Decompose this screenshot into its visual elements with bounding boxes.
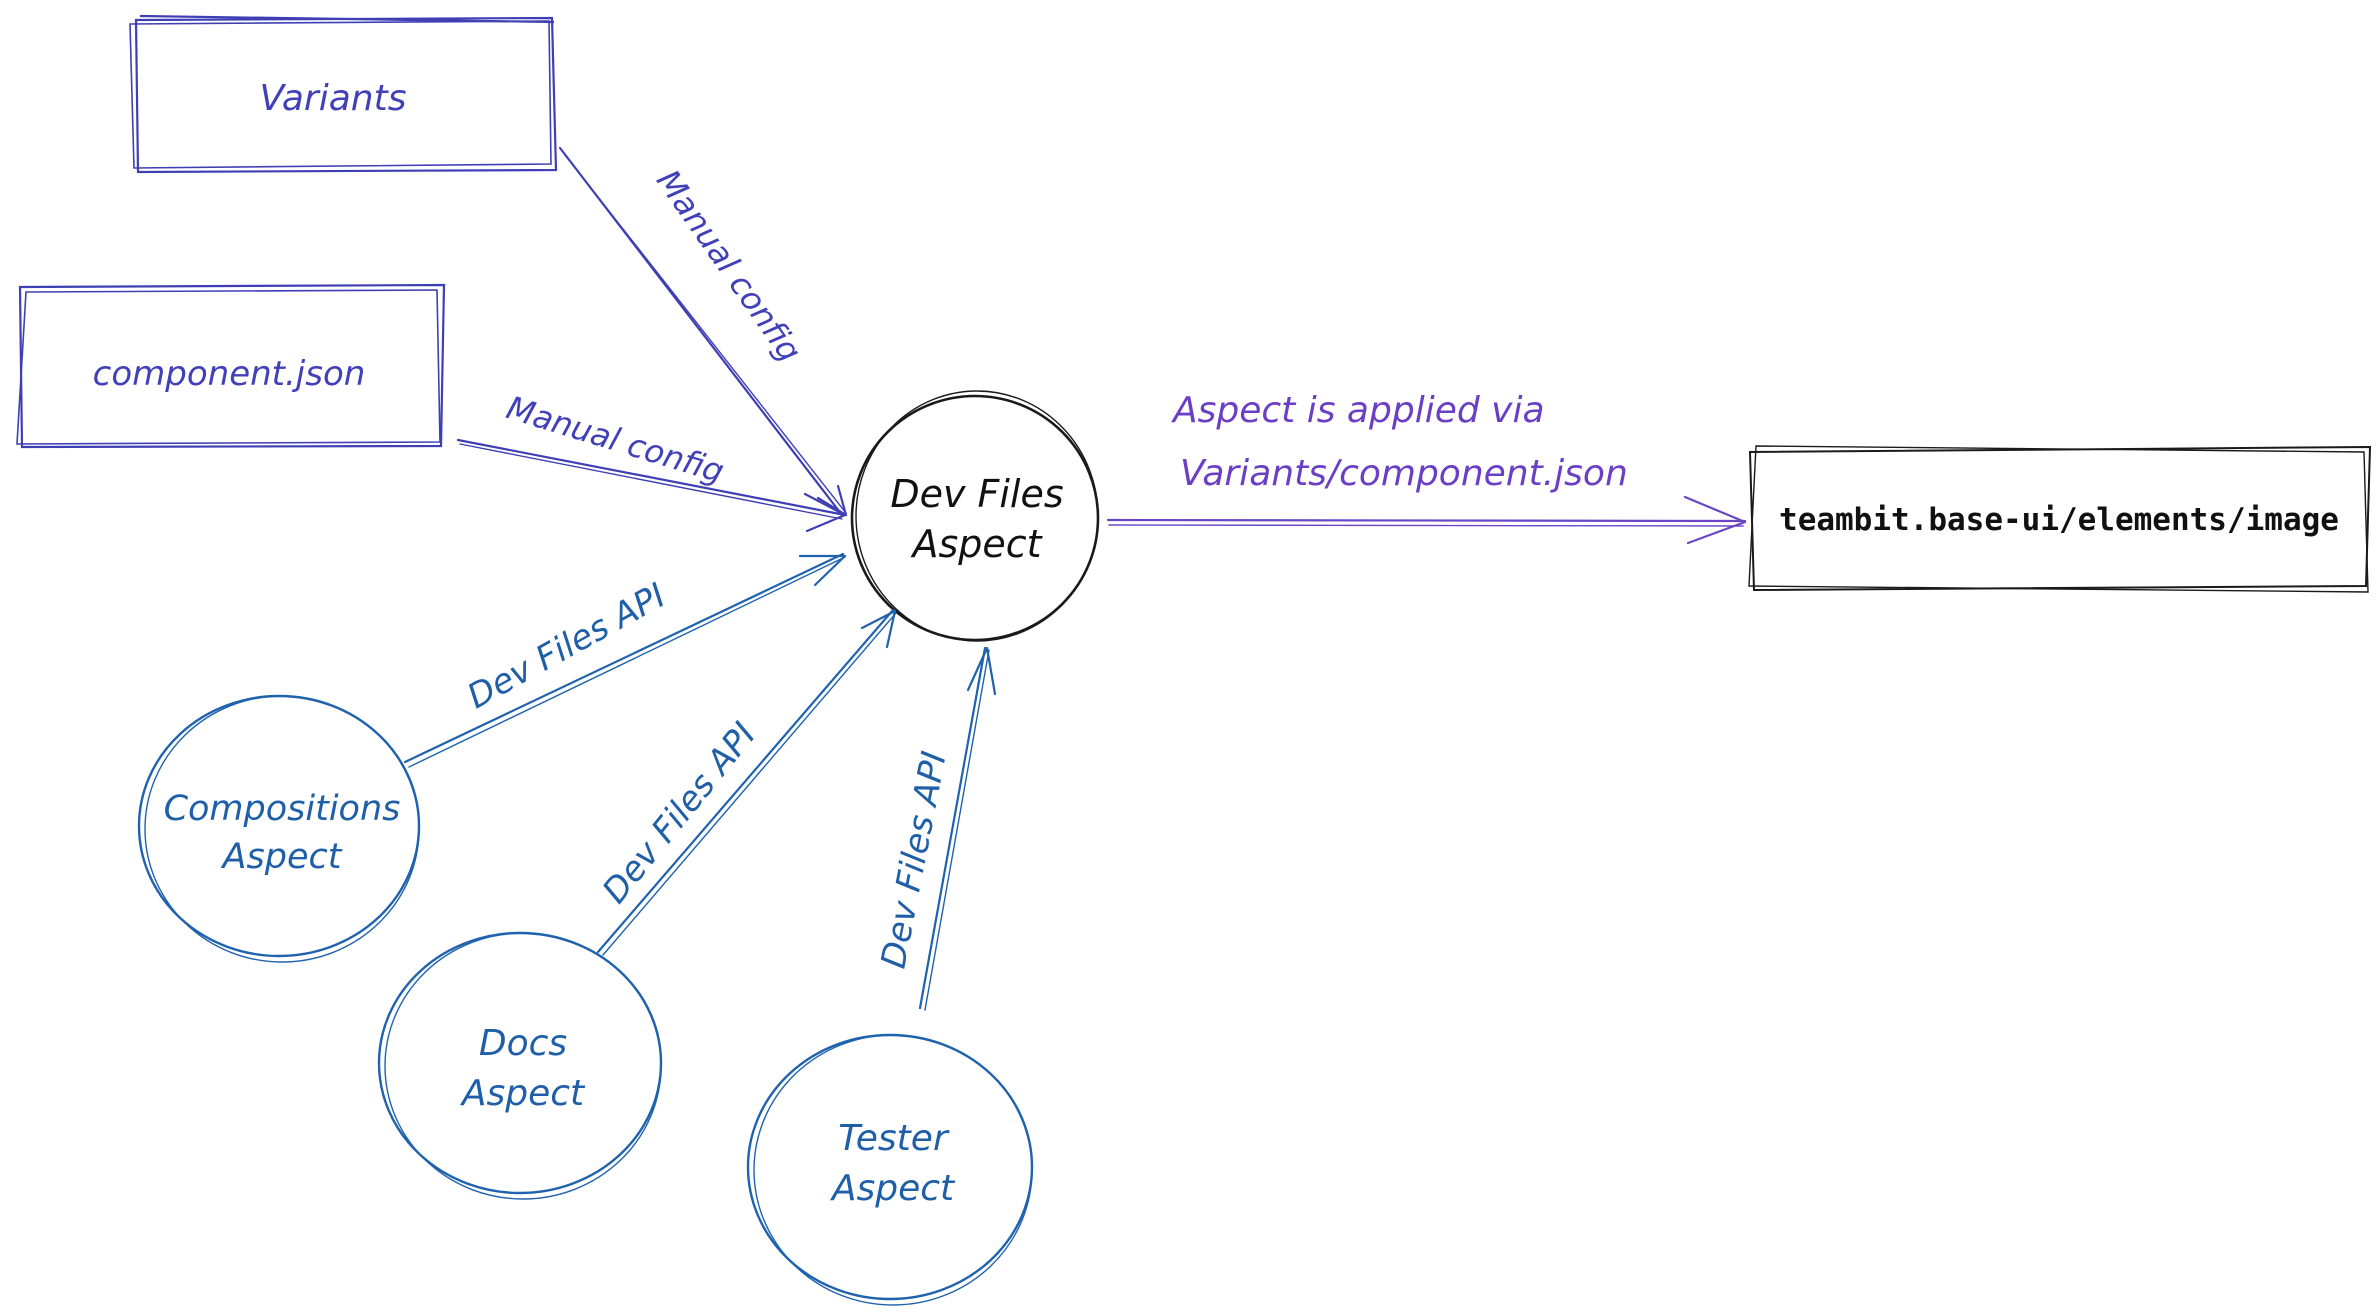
docs-aspect-line1: Docs — [479, 1023, 567, 1064]
dev-files-aspect-node: Dev Files Aspect — [850, 390, 1100, 642]
variants-node: Variants — [129, 14, 558, 174]
arrow-componentjson-to-devfiles — [456, 438, 847, 533]
compositions-aspect-node: Compositions Aspect — [137, 694, 421, 963]
dev-files-aspect-line1: Dev Files — [890, 472, 1063, 516]
compositions-aspect-line2: Aspect — [221, 837, 343, 877]
component-json-node: component.json — [16, 283, 446, 449]
edge-label-tester-api: Dev Files API — [874, 748, 955, 971]
compositions-aspect-line1: Compositions — [164, 789, 401, 829]
target-component-label: teambit.base-ui/elements/image — [1779, 502, 2339, 538]
component-json-label: component.json — [93, 354, 366, 394]
target-component-node: teambit.base-ui/elements/image — [1748, 445, 2372, 593]
docs-aspect-node: Docs Aspect — [377, 931, 663, 1200]
dev-files-aspect-line2: Aspect — [909, 522, 1043, 566]
edge-label-compositions-api: Dev Files API — [461, 576, 673, 718]
arrow-tester-to-devfiles — [918, 646, 997, 1011]
docs-aspect-line2: Aspect — [460, 1073, 586, 1114]
edge-label-variants-config: Manual config — [649, 163, 809, 369]
arrow-compositions-to-devfiles — [403, 552, 847, 768]
tester-aspect-line1: Tester — [838, 1118, 950, 1159]
edge-label-componentjson-config: Manual config — [502, 388, 728, 490]
tester-aspect-node: Tester Aspect — [746, 1033, 1034, 1306]
edge-label-apply-line1: Aspect is applied via — [1171, 390, 1545, 431]
tester-aspect-line2: Aspect — [830, 1168, 956, 1209]
arrow-devfiles-to-target — [1106, 495, 1747, 545]
variants-label: Variants — [260, 78, 407, 119]
arrow-docs-to-devfiles — [596, 608, 897, 956]
edge-label-apply-line2: Variants/component.json — [1180, 453, 1628, 494]
edge-label-docs-api: Dev Files API — [595, 715, 764, 911]
